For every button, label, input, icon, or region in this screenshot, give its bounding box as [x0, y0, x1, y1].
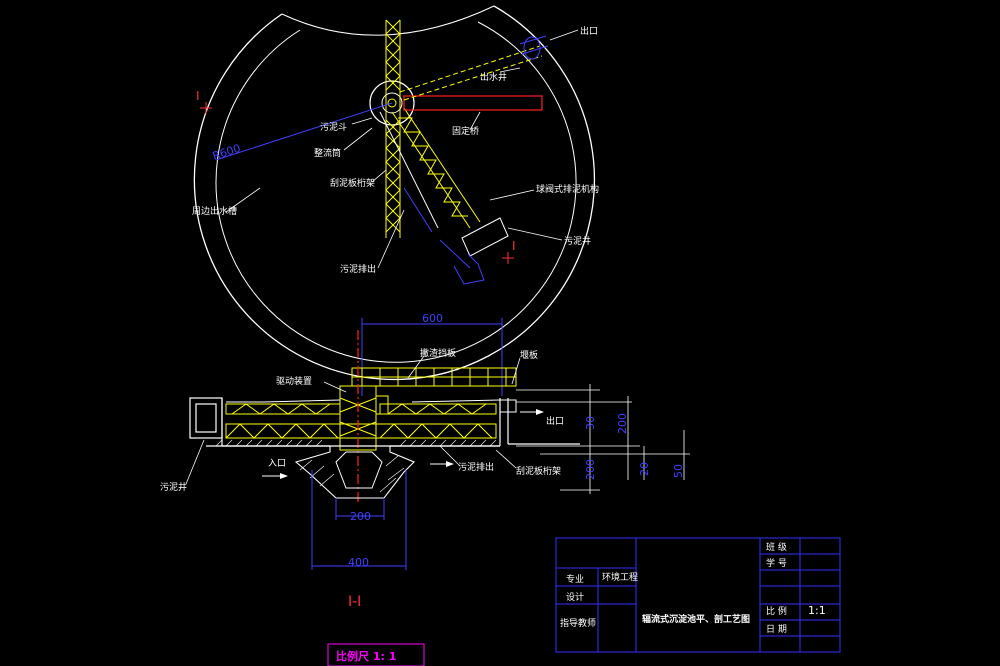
plan-label-valve-mechanism: 球阀式排泥机构 — [536, 183, 599, 195]
section-label-weir: 堰板 — [520, 349, 538, 361]
central-column — [339, 385, 389, 451]
outlet-box — [499, 399, 517, 413]
dim-200a-text: 200 — [616, 413, 629, 434]
section-leaders — [185, 355, 521, 485]
plan-dim-line — [403, 187, 433, 233]
dim-20-text: 20 — [638, 462, 651, 476]
outlet-dashed-line — [399, 45, 541, 93]
tank-inner-wall — [215, 21, 577, 363]
outlet-pipe — [519, 35, 549, 55]
plan-label-fixed-bridge: 固定桥 — [452, 125, 479, 137]
scraper-truss-section — [225, 403, 497, 439]
plan-label-sludge-discharge: 污泥排出 — [340, 263, 376, 275]
plan-label-peripheral-channel: 周边出水槽 — [192, 205, 237, 217]
sludge-well-box — [461, 217, 509, 257]
section-mark-right: I — [512, 239, 516, 253]
center-hub-inner — [381, 92, 403, 114]
tb-class-label: 班 级 — [766, 541, 787, 553]
tb-scale-label: 比 例 — [766, 605, 787, 617]
tb-student-id-label: 学 号 — [766, 557, 787, 569]
plan-view: R600 I I 出口 出 — [192, 5, 599, 381]
foundation — [294, 445, 415, 499]
outlet-dashed-line-2 — [403, 55, 543, 101]
right-vertical-dims — [516, 384, 690, 494]
weir-lines — [226, 399, 501, 403]
foundation-hatch — [299, 455, 405, 493]
inlet-arrow-head — [280, 473, 288, 479]
dim-200-bottom-text: 200 — [350, 510, 371, 523]
plan-label-stabilizer: 整流筒 — [314, 147, 341, 159]
section-mark-left: I — [196, 89, 200, 103]
section-title: I-I — [348, 594, 361, 610]
outlet-arrow-head — [536, 409, 544, 415]
plan-label-sludge-well: 污泥井 — [564, 235, 591, 247]
hub-to-well-line — [379, 111, 439, 229]
plan-leaders — [225, 29, 579, 269]
tb-scale-value: 1:1 — [808, 604, 826, 617]
tank-gap-arc — [281, 5, 495, 36]
section-label-inlet: 入口 — [268, 458, 286, 469]
dim-30-text: 30 — [584, 416, 597, 430]
plan-label-outlet: 出口 — [580, 25, 598, 37]
center-hub-outer — [369, 80, 415, 126]
section-label-outlet: 出口 — [546, 415, 564, 427]
section-label-sludge-well: 污泥井 — [160, 481, 187, 493]
radius-text: R600 — [211, 142, 242, 163]
walkway-grating — [351, 367, 517, 387]
dim-50-text: 50 — [672, 464, 685, 478]
title-block — [555, 537, 841, 653]
section-label-sludge-discharge: 污泥排出 — [458, 461, 494, 473]
fixed-bridge — [403, 95, 543, 111]
footer-scale: 比例尺 1: 1 — [327, 643, 425, 666]
sludge-well-dim — [439, 239, 471, 269]
plan-label-scraper-frame: 刮泥板桁架 — [330, 177, 375, 189]
section-label-drive: 驱动装置 — [276, 375, 312, 387]
footer-scale-text: 比例尺 1: 1 — [336, 649, 396, 663]
tb-major-value: 环境工程 — [602, 571, 638, 583]
plan-label-sludge-hopper: 污泥斗 — [320, 121, 347, 133]
tb-major-label: 专业 — [566, 573, 584, 585]
section-view: 600 — [160, 312, 690, 610]
vertical-truss — [385, 19, 401, 238]
tb-design-label: 设计 — [566, 591, 584, 603]
outlet-well-circle — [523, 36, 541, 60]
foundation-inner — [335, 451, 383, 489]
discharge-arrow-head — [446, 461, 454, 467]
tb-advisor-label: 指导教师 — [560, 617, 596, 629]
diagonal-arm — [391, 107, 481, 229]
section-label-scum-board: 撇渣挡板 — [420, 347, 456, 359]
tb-date-label: 日 期 — [766, 624, 787, 635]
tb-drawing-title: 辐流式沉淀池平、剖工艺图 — [642, 613, 750, 625]
radius-line — [215, 102, 393, 161]
dim-200b-text: 200 — [584, 459, 597, 480]
dim-400-text: 400 — [348, 556, 369, 569]
plan-label-outlet-well: 出水井 — [480, 71, 507, 83]
sludge-discharge-pipe — [453, 253, 485, 285]
center-hub-core — [387, 98, 397, 108]
dim-600-text: 600 — [422, 312, 443, 325]
section-label-scraper-frame: 刮泥板桁架 — [516, 465, 561, 477]
tank-outer-wall — [193, 5, 596, 381]
tank-base-hatch — [215, 439, 497, 447]
